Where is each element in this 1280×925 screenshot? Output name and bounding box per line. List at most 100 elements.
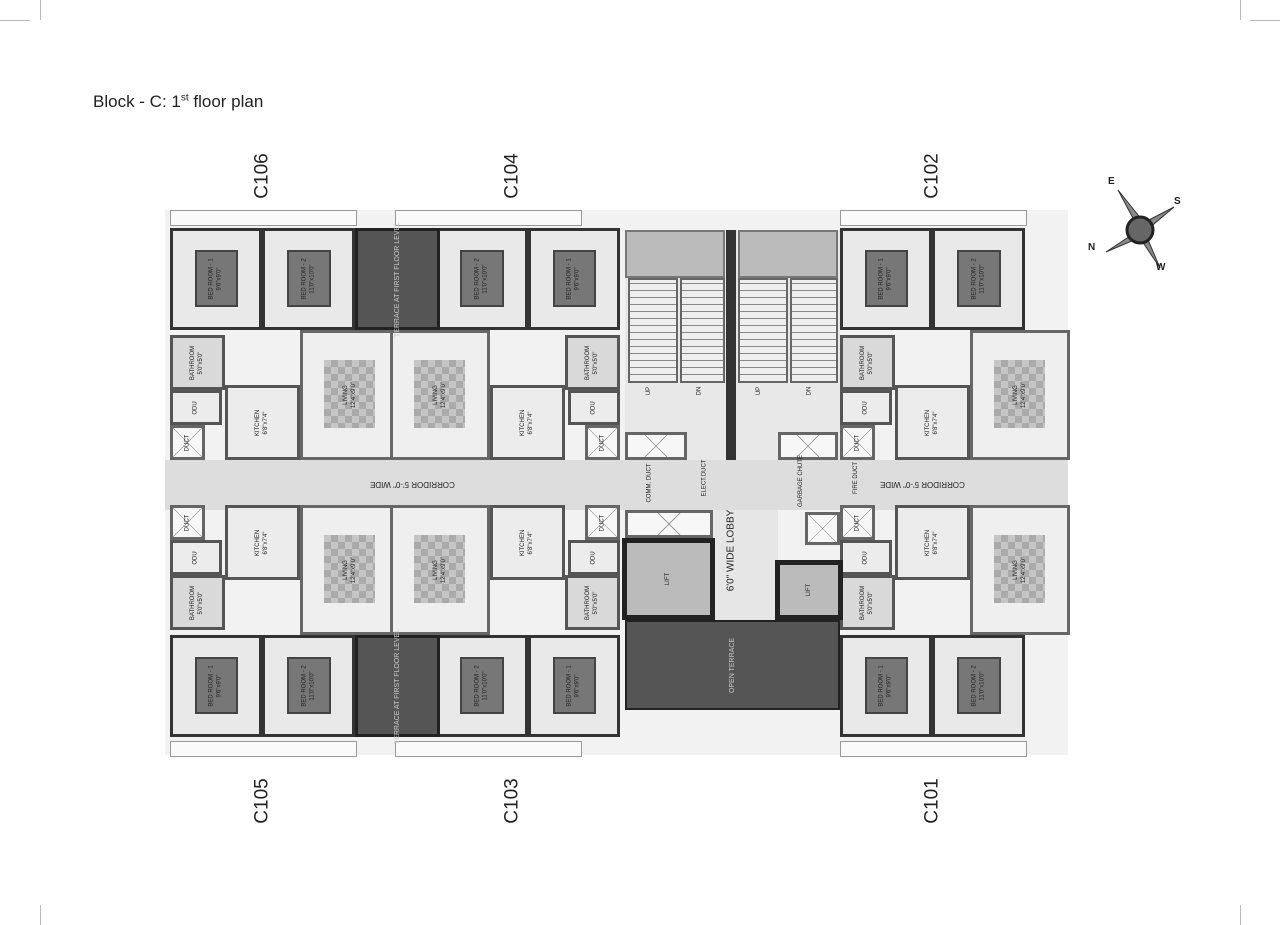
- c102-odu: ODU: [840, 390, 892, 425]
- sofa-set-icon: [413, 360, 466, 429]
- bed-icon: [864, 250, 909, 307]
- bed-icon: [286, 250, 331, 307]
- window-strip: [170, 210, 357, 226]
- window-strip: [170, 741, 357, 757]
- stair-flight: [738, 278, 788, 383]
- window-strip: [840, 741, 1027, 757]
- bed-icon: [956, 657, 1001, 714]
- sofa-set-icon: [323, 360, 376, 429]
- lift-right: LIFT: [775, 560, 843, 620]
- crop-mark: [40, 0, 41, 20]
- room-label: DUCT: [854, 514, 861, 531]
- comm-duct: [625, 432, 687, 460]
- crop-mark: [40, 905, 41, 925]
- c103-odu: ODU: [568, 540, 620, 575]
- c104-odu: ODU: [568, 390, 620, 425]
- stair-landing: [625, 230, 725, 278]
- unit-label-c103: C103: [501, 778, 523, 824]
- stair-up-label: UP: [646, 386, 653, 396]
- sofa-set-icon: [993, 535, 1046, 604]
- c105-odu: ODU: [170, 540, 222, 575]
- window-strip: [840, 210, 1027, 226]
- stair-landing: [738, 230, 838, 278]
- stair-wall: [726, 230, 736, 460]
- window-strip: [395, 210, 582, 226]
- c106-odu: ODU: [170, 390, 222, 425]
- bed-icon: [194, 657, 239, 714]
- c106-duct: DUCT: [170, 425, 205, 460]
- room-label: ODU: [591, 550, 597, 565]
- corridor-label-right: CORRIDOR 5'-0" WIDE: [880, 480, 965, 489]
- room-label: ODU: [863, 400, 869, 415]
- c101-odu: ODU: [840, 540, 892, 575]
- plan-title: Block - C: 1st floor plan: [93, 92, 264, 111]
- garbage-chute-label: GARBAGE CHUTE: [798, 454, 805, 508]
- fire-duct: [778, 432, 838, 460]
- sofa-set-icon: [413, 535, 466, 604]
- c101-duct: DUCT: [840, 505, 875, 540]
- window-strip: [395, 741, 582, 757]
- elect-duct-label: ELECT.DUCT: [701, 459, 708, 497]
- room-label: DUCT: [599, 434, 606, 451]
- stair-flight: [680, 278, 725, 383]
- crop-mark: [1240, 905, 1241, 925]
- compass-rose-icon: [1105, 189, 1175, 269]
- bed-icon: [286, 657, 331, 714]
- c105-duct: DUCT: [170, 505, 205, 540]
- crop-mark: [1250, 20, 1280, 21]
- sofa-set-icon: [323, 535, 376, 604]
- bed-icon: [459, 657, 504, 714]
- stair-flight: [628, 278, 678, 383]
- room-label: ODU: [193, 400, 199, 415]
- c103-duct: DUCT: [585, 505, 620, 540]
- c102-duct: DUCT: [840, 425, 875, 460]
- corridor: [165, 460, 1068, 510]
- comm-duct-label: COMM. DUCT: [646, 463, 653, 503]
- room-label: DUCT: [854, 434, 861, 451]
- lobby: [713, 510, 778, 620]
- bed-icon: [552, 657, 597, 714]
- stair-down-label: DN: [806, 386, 813, 396]
- crop-mark: [0, 20, 30, 21]
- open-terrace: OPEN TERRACE: [625, 620, 840, 710]
- terrace-top: TERRACE AT FIRST FLOOR LEVEL: [355, 221, 440, 337]
